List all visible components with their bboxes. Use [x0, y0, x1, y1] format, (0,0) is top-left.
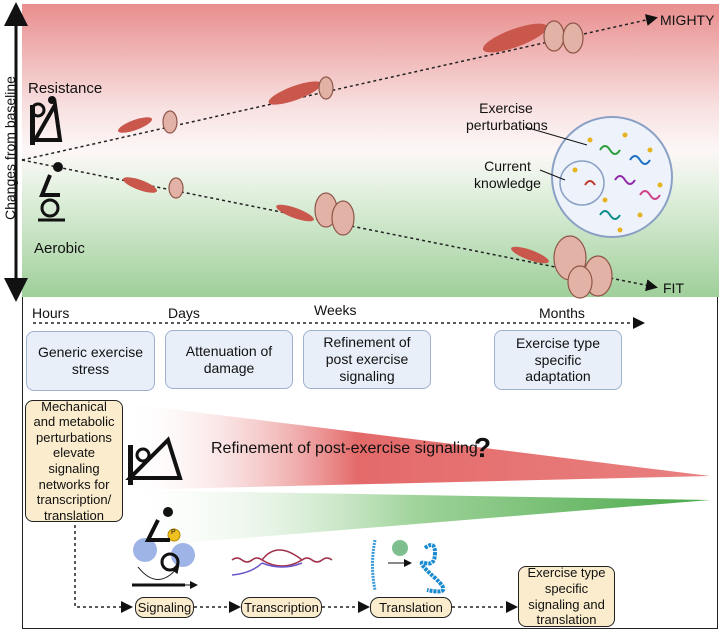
- knowledge-label: Current knowledge: [474, 158, 541, 191]
- step-transcription: Transcription: [241, 597, 322, 618]
- stage-box-months: Exercise type specific adaptation: [494, 330, 622, 390]
- aerobic-wedge: [122, 490, 710, 548]
- outcome-box: Exercise type specific signaling and tra…: [518, 565, 615, 627]
- transcription-icon: [231, 549, 333, 576]
- exercise-icons: [30, 96, 185, 587]
- question-mark: ?: [474, 432, 492, 463]
- step-signaling: Signaling: [135, 597, 194, 618]
- translation-icon: [371, 539, 446, 594]
- protein-dots: [572, 132, 663, 233]
- fit-label: FIT: [663, 280, 684, 296]
- step-translation: Translation: [370, 597, 452, 618]
- resistance-wedge: [122, 403, 710, 490]
- bottom-panel: [22, 297, 718, 629]
- timeline-days: Days: [168, 305, 200, 321]
- phospho-label: P: [171, 529, 176, 536]
- aerobic-label: Aerobic: [34, 240, 85, 257]
- stage-box-days: Attenuation of damage: [165, 330, 293, 389]
- timeline-hours: Hours: [32, 305, 70, 321]
- protein-squiggles: [584, 145, 661, 220]
- y-axis-label: Changes from baseline: [2, 76, 18, 220]
- perturbation-circle: [551, 116, 673, 238]
- mitochondria-icons: [162, 20, 613, 299]
- stage-box-weeks: Refinement of post exercise signaling: [303, 330, 431, 389]
- stage-box-hours: Generic exercise stress: [26, 331, 155, 391]
- knowledge-circle: [559, 160, 605, 206]
- muscle-icons: [117, 23, 549, 264]
- wedge-label: Refinement of post-exercise signaling: [211, 440, 478, 457]
- mighty-label: MIGHTY: [660, 12, 715, 28]
- perturbations-label: Exercise perturbations: [466, 100, 548, 133]
- timeline-months: Months: [539, 305, 585, 321]
- resistance-label: Resistance: [28, 80, 103, 97]
- perturbation-box: Mechanical and metabolic perturbations e…: [25, 399, 123, 523]
- timeline-weeks: Weeks: [314, 302, 357, 318]
